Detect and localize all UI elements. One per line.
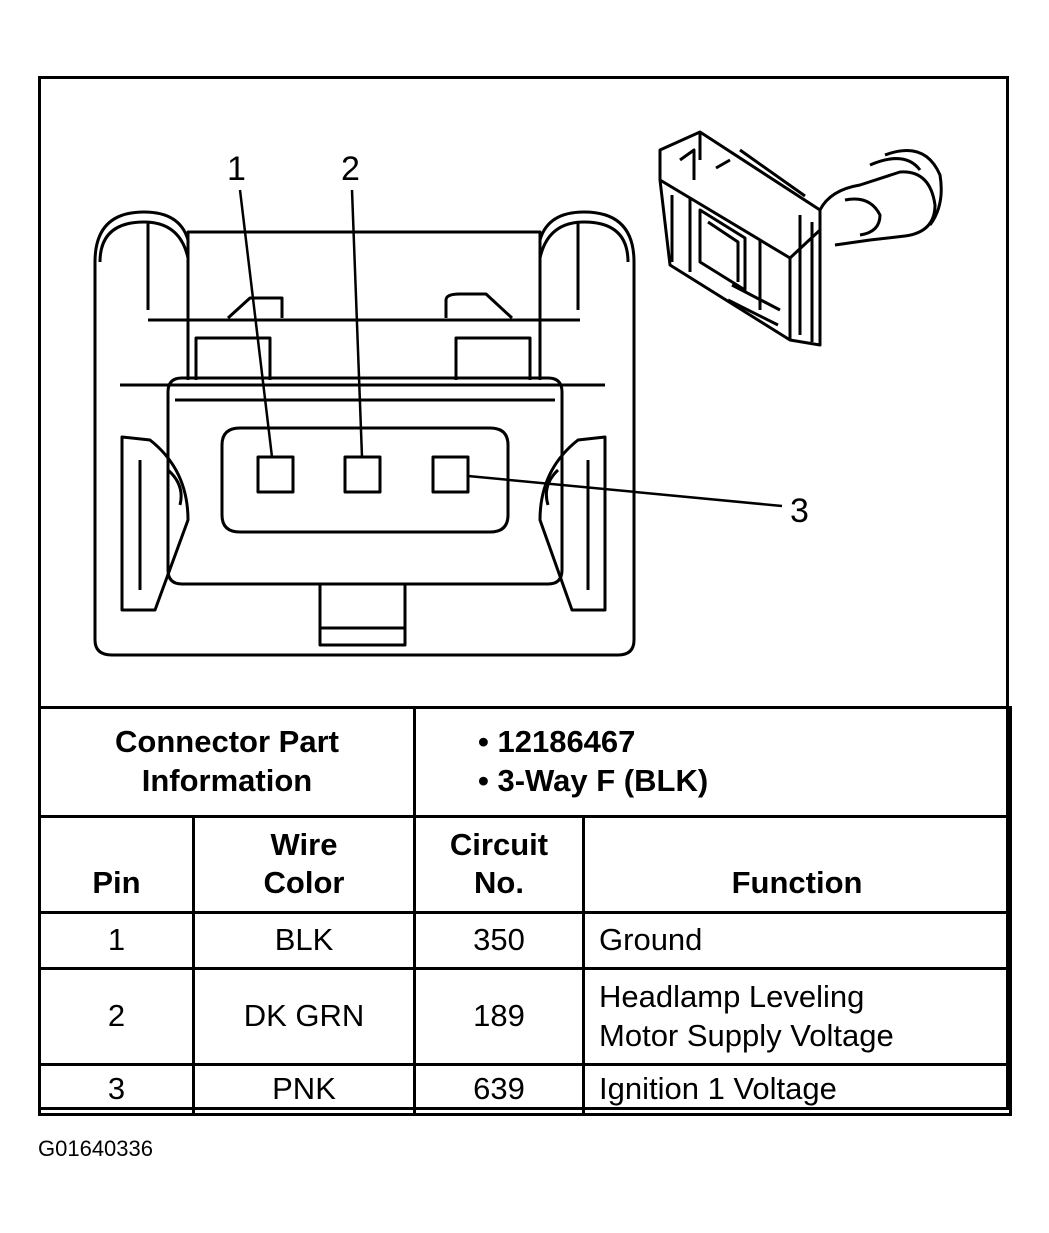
row1-circuit: 350 xyxy=(413,911,586,970)
figure-id: G01640336 xyxy=(38,1136,153,1161)
bottom-key xyxy=(318,584,407,647)
pin-cavity-3 xyxy=(431,455,470,494)
row3-function-line1: Ignition 1 Voltage xyxy=(599,1071,837,1107)
row1-function: Ground xyxy=(582,911,1013,970)
header-circuit: Circuit No. xyxy=(413,815,586,914)
header-function: Function xyxy=(582,815,1013,914)
leader-line-3 xyxy=(467,474,783,508)
header-circuit-line2: No. xyxy=(474,865,524,901)
right-latch xyxy=(538,220,630,380)
connector-type: • 3-Way F (BLK) xyxy=(478,763,709,798)
terminal-cavity xyxy=(220,426,510,534)
left-wedge xyxy=(120,435,190,612)
row3-function: Ignition 1 Voltage xyxy=(582,1063,1013,1116)
row1-function-line1: Ground xyxy=(599,922,703,958)
connector-pin-table: Connector Part Information • 12186467 • … xyxy=(37,706,1013,1116)
connector-isometric-illustration xyxy=(658,130,943,347)
row2-function: Headlamp Leveling Motor Supply Voltage xyxy=(582,967,1013,1066)
row2-pin: 2 xyxy=(38,967,195,1066)
row2-wire-color: DK GRN xyxy=(191,967,417,1066)
table-row: 1 BLK 350 Ground xyxy=(38,911,1013,970)
connector-body-outline xyxy=(93,210,636,657)
pin-callout-3: 3 xyxy=(790,492,809,530)
connector-part-number: • 12186467 xyxy=(478,724,636,760)
header-wire-color-line1: Wire xyxy=(270,826,338,862)
row2-function-line1: Headlamp Leveling xyxy=(599,978,865,1014)
right-wedge-inner xyxy=(544,460,590,590)
row1-pin: 1 xyxy=(38,911,195,970)
leader-line-1 xyxy=(238,189,274,458)
header-wire-color: Wire Color xyxy=(191,815,417,914)
left-latch xyxy=(98,220,190,380)
row3-circuit: 639 xyxy=(413,1063,586,1116)
left-wedge-inner xyxy=(138,460,183,590)
row2-circuit: 189 xyxy=(413,967,586,1066)
right-lock-tab xyxy=(454,336,532,380)
header-pin: Pin xyxy=(38,815,195,914)
row2-function-line2: Motor Supply Voltage xyxy=(599,1017,894,1053)
pin-cavity-2 xyxy=(343,455,382,494)
header-function-label: Function xyxy=(731,865,863,901)
connector-face-diagram xyxy=(93,130,943,657)
header-circuit-line1: Circuit xyxy=(449,826,549,862)
pin-callout-1: 1 xyxy=(227,150,246,188)
row3-wire-color: PNK xyxy=(191,1063,417,1116)
row3-pin: 3 xyxy=(38,1063,195,1116)
header-pin-label: Pin xyxy=(92,865,141,901)
row1-wire-color: BLK xyxy=(191,911,417,970)
top-right-ridge xyxy=(444,292,514,320)
pin-callout-2: 2 xyxy=(341,150,360,188)
leader-line-2 xyxy=(350,189,364,458)
connector-info-row: Connector Part Information • 12186467 • … xyxy=(37,706,1013,818)
inner-housing xyxy=(166,376,564,586)
top-left-ridge xyxy=(226,296,284,320)
left-lock-tab xyxy=(194,336,272,380)
pin-cavity-1 xyxy=(256,455,295,494)
connector-info-label-line2: Information xyxy=(141,763,313,798)
table-header-row: Pin Wire Color Circuit No. Function xyxy=(38,815,1013,914)
connector-info-label: Connector Part Information xyxy=(37,706,417,818)
connector-info-values: • 12186467 • 3-Way F (BLK) xyxy=(413,706,1013,818)
table-row: 2 DK GRN 189 Headlamp Leveling Motor Sup… xyxy=(38,967,1013,1066)
table-row: 3 PNK 639 Ignition 1 Voltage xyxy=(38,1063,1013,1116)
header-wire-color-line2: Color xyxy=(263,865,345,901)
connector-info-label-line1: Connector Part xyxy=(115,724,339,760)
